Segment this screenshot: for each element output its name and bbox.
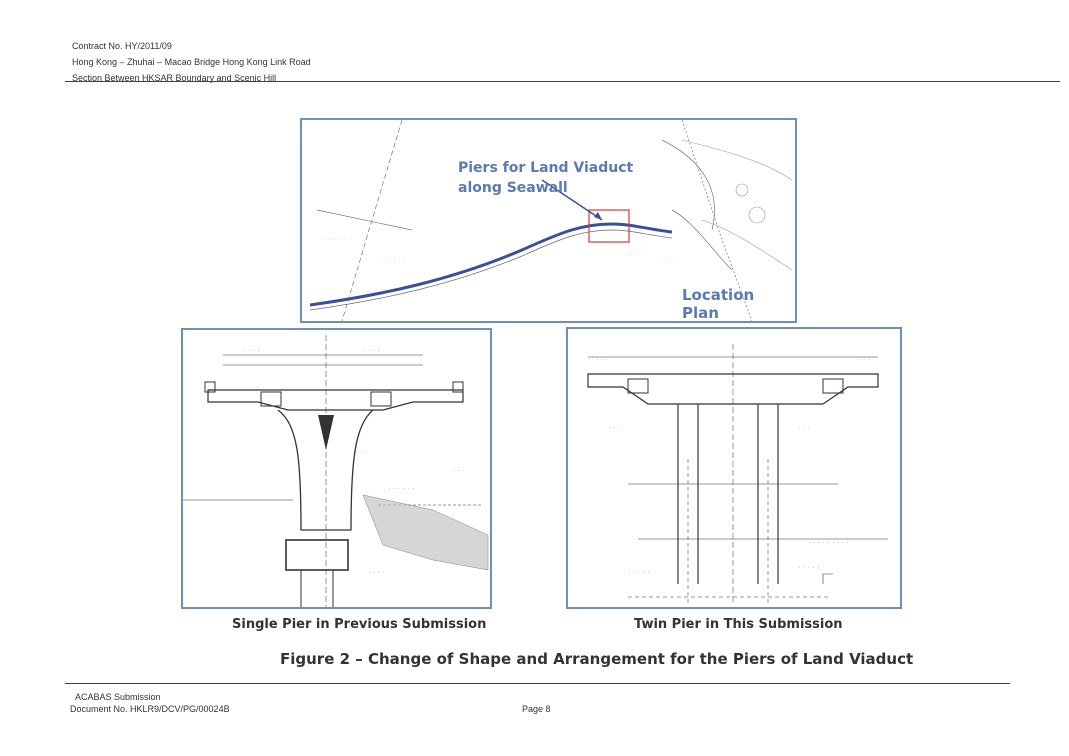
footer-rule bbox=[65, 683, 1010, 684]
caption-single-pier: Single Pier in Previous Submission bbox=[232, 617, 487, 632]
route-line bbox=[309, 222, 673, 307]
location-plan-drawing: · · · · · · · · · · · · · · · · · · · · … bbox=[309, 120, 793, 321]
single-pier-drawing: · · · · · · · · · · · · · · · · · · · · … bbox=[183, 335, 489, 607]
section-name: Section Between HKSAR Boundary and Sceni… bbox=[72, 73, 277, 83]
svg-text:· · ·: · · · bbox=[858, 357, 870, 362]
figure-title: Figure 2 – Change of Shape and Arrangeme… bbox=[280, 650, 914, 668]
svg-text:· · · ·: · · · · bbox=[363, 348, 380, 353]
svg-text:· · ·: · · · bbox=[596, 357, 608, 362]
location-plan-panel: · · · · · · · · · · · · · · · · · · · · … bbox=[300, 118, 797, 323]
header-rule bbox=[65, 81, 1060, 82]
highlight-box bbox=[588, 209, 630, 243]
twin-pier-drawing: · · · · · · · · · · · · · · · · · · · · … bbox=[587, 344, 888, 604]
annotation-line-1: Piers for Land Viaduct bbox=[458, 160, 634, 176]
annotation-arrow bbox=[541, 179, 603, 221]
contract-number: Contract No. HY/2011/09 bbox=[72, 41, 172, 51]
svg-text:· · ·: · · · bbox=[798, 425, 810, 430]
svg-text:· · · · ·: · · · · · bbox=[622, 252, 641, 256]
svg-text:· · ·: · · · bbox=[453, 468, 465, 473]
page-number: Page 8 bbox=[522, 704, 551, 714]
single-pier-panel: · · · · · · · · · · · · · · · · · · · · … bbox=[181, 328, 492, 609]
annotation-line-2: along Seawall bbox=[458, 180, 568, 196]
svg-text:· · · · · ·: · · · · · · bbox=[322, 237, 345, 241]
svg-text:· · · · · · · · ·: · · · · · · · · · bbox=[808, 540, 849, 545]
twin-pier-panel: · · · · · · · · · · · · · · · · · · · · … bbox=[566, 327, 902, 609]
svg-text:· · · · · ·: · · · · · · bbox=[388, 486, 415, 491]
footer-document-number: Document No. HKLR9/DCV/PG/00024B bbox=[70, 704, 230, 714]
svg-text:· · · ·: · · · · bbox=[243, 348, 260, 353]
svg-text:· · · · ·: · · · · · bbox=[628, 570, 650, 575]
location-plan-title: Location Plan bbox=[682, 286, 755, 322]
svg-text:· · · ·: · · · · bbox=[662, 257, 677, 261]
svg-text:· · · · ·: · · · · · bbox=[798, 565, 820, 570]
svg-text:· · ·: · · · bbox=[355, 449, 367, 454]
svg-text:· · · ·: · · · · bbox=[368, 570, 385, 575]
project-name: Hong Kong – Zhuhai – Macao Bridge Hong K… bbox=[72, 57, 311, 67]
svg-text:· · · · · ·: · · · · · · bbox=[382, 257, 405, 261]
svg-text:· · ·: · · · bbox=[608, 425, 620, 430]
caption-twin-pier: Twin Pier in This Submission bbox=[634, 617, 843, 632]
svg-text:· · · ·: · · · · bbox=[542, 242, 557, 246]
footer-submission: ACABAS Submission bbox=[75, 692, 161, 702]
